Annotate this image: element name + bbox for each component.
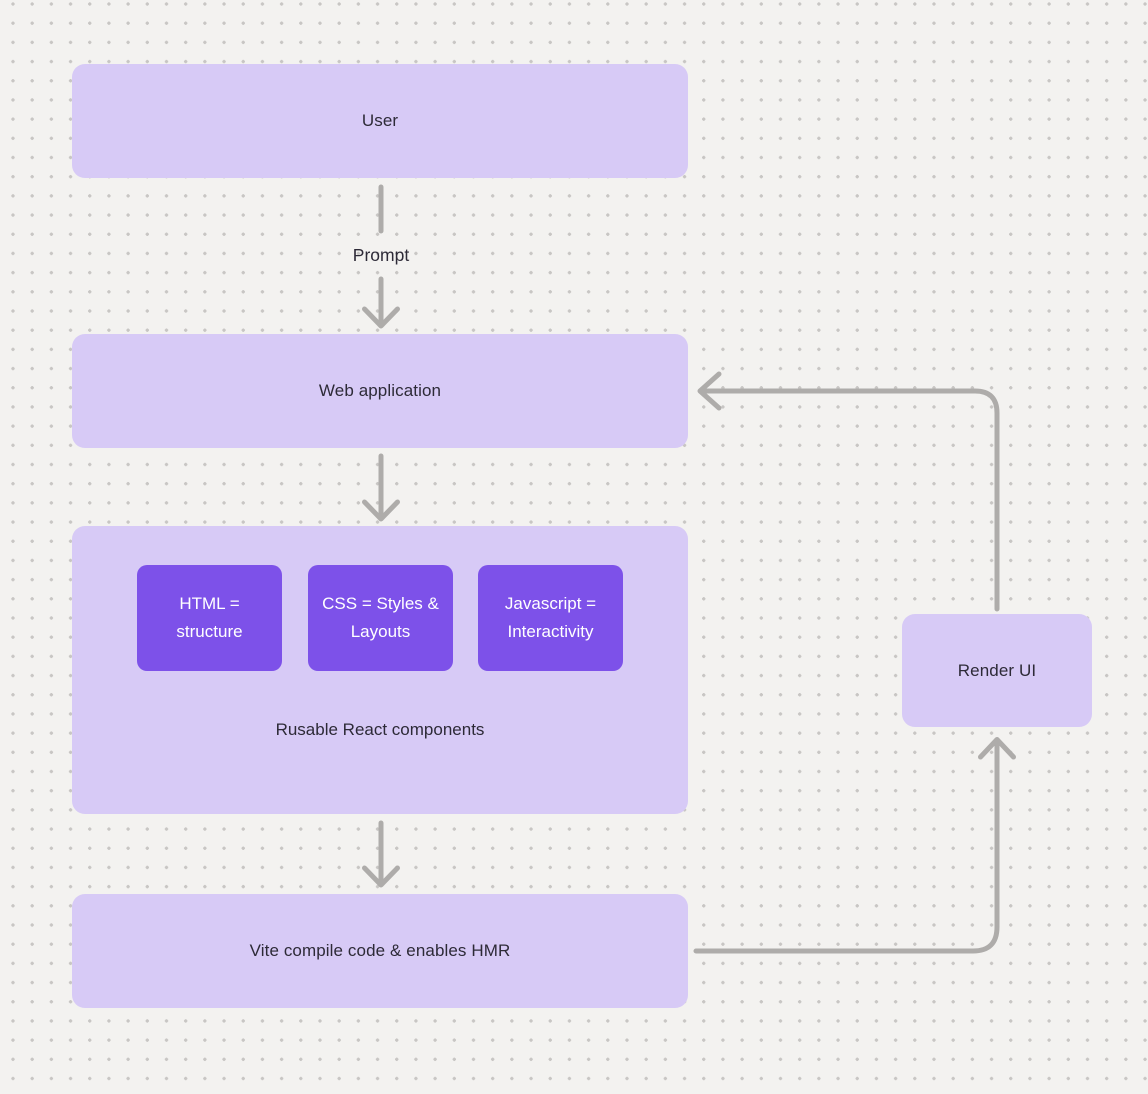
edge-vite-to-renderui-arrowhead-icon [978,737,1016,760]
edge-webapp-to-components-arrowhead-icon [362,499,400,522]
edge-renderui-to-webapp-line [699,388,1000,612]
chip-css-styles-label: CSS = Styles & Layouts [322,594,439,641]
chip-html-structure: HTML = structure [137,565,282,671]
group-react-components-caption: Rusable React components [275,720,485,739]
node-user-label: User [361,111,399,130]
group-react-components: HTML = structure CSS = Styles & Layouts … [72,526,688,814]
chip-css-styles: CSS = Styles & Layouts [308,565,453,671]
node-vite-label: Vite compile code & enables HMR [249,941,511,960]
chip-html-structure-label: HTML = structure [176,594,243,641]
edge-vite-to-renderui-line [693,739,1000,954]
edge-components-to-vite-arrowhead-icon [362,865,400,888]
node-web-application-label: Web application [318,381,442,400]
edge-label-prompt: Prompt [352,245,410,265]
node-web-application: Web application [72,334,688,448]
node-render-ui: Render UI [902,614,1092,727]
chip-javascript-interactivity: Javascript = Interactivity [478,565,623,671]
node-user: User [72,64,688,178]
edge-prompt-to-webapp-arrowhead-icon [362,306,400,329]
node-render-ui-label: Render UI [957,660,1037,680]
node-vite: Vite compile code & enables HMR [72,894,688,1008]
edge-renderui-to-webapp-arrowhead-icon [697,371,722,411]
chip-javascript-interactivity-label: Javascript = Interactivity [504,594,597,641]
